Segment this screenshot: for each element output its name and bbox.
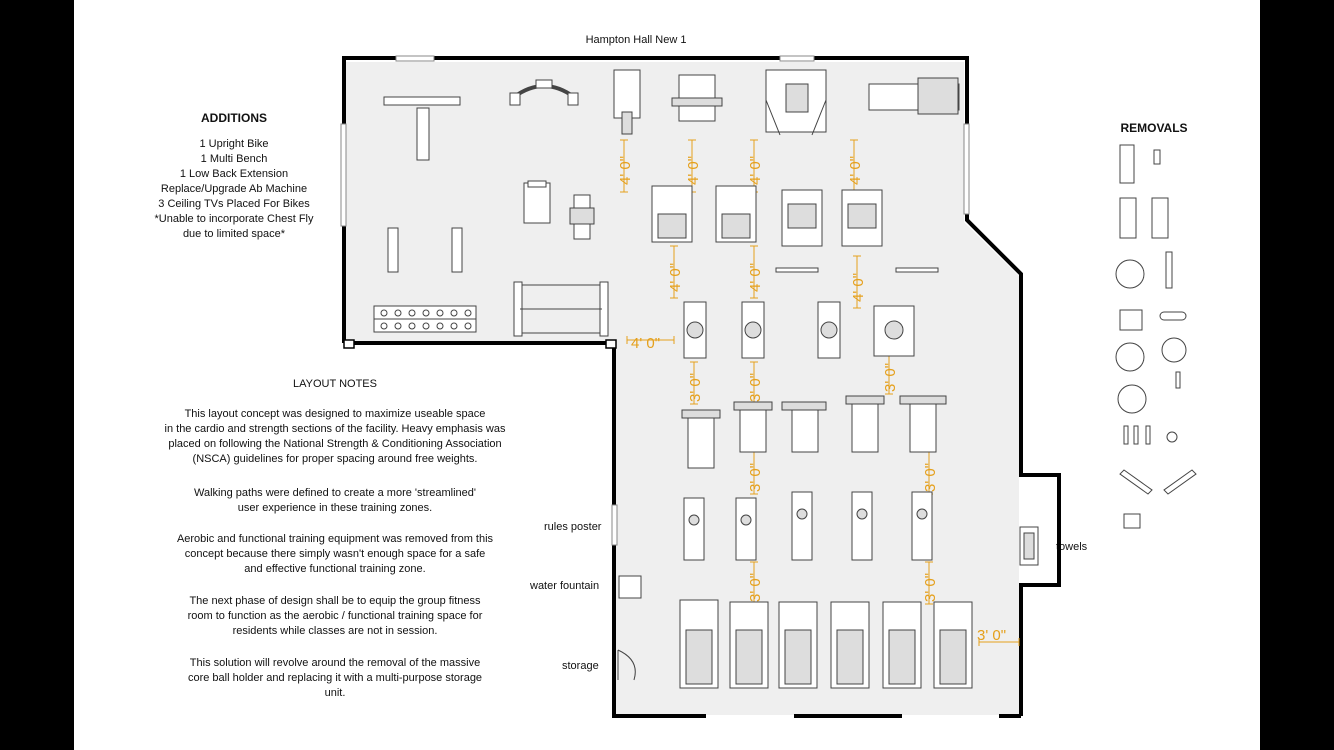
treadmill [778,601,818,689]
recumbent-bike [899,395,947,453]
dim-label: 3' 0" [922,463,939,492]
notes-line: placed on following the National Strengt… [168,438,502,450]
upright-bike [741,301,765,359]
dumbbell-rack [373,305,477,333]
leg-press-machine [868,77,960,115]
cable-crossover [765,69,827,136]
upright-bike [817,301,841,359]
additions-item: 1 Upright Bike [199,138,269,150]
storage-label: storage [562,660,599,672]
notes-line: The next phase of design shall be to equ… [189,595,481,607]
dim-label: 3' 0" [747,573,764,602]
dim-label: 4' 0" [747,156,764,185]
chest-press-machine [671,74,723,122]
elliptical [683,497,705,561]
floor-plan-sheet: Hampton Hall New 1 ADDITIONS 1 Upright B… [74,0,1260,750]
treadmill [679,599,719,689]
storage-door-icon [617,649,636,681]
elliptical [791,491,813,561]
treadmill [882,601,922,689]
dim-label: 4' 0" [847,156,864,185]
notes-line: core ball holder and replacing it with a… [187,672,483,684]
row-machine [715,185,757,243]
notes-line: concept because there simply wasn't enou… [184,548,486,560]
notes-line: user experience in these training zones. [237,502,433,514]
recumbent-bike [681,409,721,469]
dim-label: 4' 0" [850,273,867,302]
dim-label: 4' 0" [747,263,764,292]
dim-label: 3' 0" [687,373,704,402]
elliptical [735,497,757,561]
notes-line: unit. [324,687,346,699]
recumbent-bike [845,395,885,453]
additions-item: Replace/Upgrade Ab Machine [160,183,308,195]
notes-line: Walking paths were defined to create a m… [194,487,476,499]
dimension-labels: 4' 0" 4' 0" 4' 0" 4' 0" 4' 0" 4' 0" 4' 0… [617,156,1006,644]
notes-line: Aerobic and functional training equipmen… [176,533,494,545]
pulldown-machine [613,69,641,135]
wall-column [343,339,355,349]
dumbbell-bench [523,180,551,224]
dim-label: 3' 0" [882,363,899,392]
shoulder-press-machine [651,185,693,243]
plate-tree [387,227,463,273]
floor-mat [775,267,939,273]
dim-label: 3' 0" [977,627,1006,644]
treadmill [729,601,769,689]
recumbent-bike [873,305,915,357]
adjustable-bench [569,194,595,240]
notes-line: and effective functional training zone. [244,563,426,575]
ab-machine [509,79,579,106]
additions-item: 3 Ceiling TVs Placed For Bikes [158,198,310,210]
dim-label: 4' 0" [631,335,660,352]
elliptical [911,491,933,561]
dim-label: 4' 0" [685,156,702,185]
leg-extension-machine [781,189,823,247]
wall-column [605,339,617,349]
treadmill [830,601,870,689]
flat-bench [383,96,461,161]
floor-plan-drawing: 4' 0" 4' 0" 4' 0" 4' 0" 4' 0" 4' 0" 4' 0… [340,55,1197,718]
plan-title: Hampton Hall New 1 [585,34,687,46]
additions-item: 1 Low Back Extension [179,168,289,180]
elliptical [851,491,873,561]
dim-label: 3' 0" [922,573,939,602]
dim-label: 4' 0" [667,263,684,292]
water-fountain-label: water fountain [530,580,600,592]
notes-line: (NSCA) guidelines for proper spacing aro… [192,453,478,465]
additions-heading: ADDITIONS [201,111,267,125]
removed-equipment-icons [1115,144,1197,529]
additions-item: due to limited space* [182,228,286,240]
towels-label: towels [1056,541,1088,553]
notes-line: room to function as the aerobic / functi… [187,610,483,622]
layout-notes-heading: LAYOUT NOTES [293,378,377,390]
notes-line: This solution will revolve around the re… [189,657,481,669]
windows [340,55,970,546]
recumbent-bike [733,401,773,453]
dim-label: 4' 0" [617,156,634,185]
removals-heading: REMOVALS [1120,121,1188,135]
rules-poster-label: rules poster [544,521,602,533]
water-fountain [618,575,642,599]
upright-bike [683,301,707,359]
notes-line: This layout concept was designed to maxi… [184,408,486,420]
dim-label: 3' 0" [747,463,764,492]
smith-rack [513,281,609,337]
notes-line: residents while classes are not in sessi… [232,625,438,637]
additions-item: 1 Multi Bench [200,153,268,165]
treadmill [933,601,973,689]
notes-line: in the cardio and strength sections of t… [164,423,506,435]
dim-label: 3' 0" [747,373,764,402]
leg-curl-machine [841,189,883,247]
recumbent-bike [781,401,827,453]
additions-item: *Unable to incorporate Chest Fly [154,213,314,225]
